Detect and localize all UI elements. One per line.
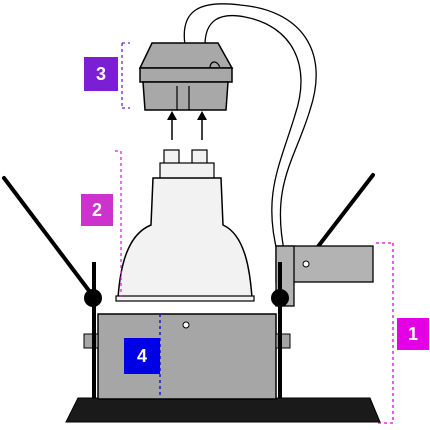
spring-clip-arm-left bbox=[2, 176, 95, 298]
callout-badge-1: 1 bbox=[397, 318, 429, 350]
spring-clip-icon bbox=[84, 289, 102, 307]
arrow-up-icon bbox=[167, 111, 177, 140]
housing-body bbox=[83, 262, 291, 400]
trim-flange bbox=[65, 397, 381, 423]
gu10-lamp bbox=[115, 149, 255, 302]
arrow-up-icon bbox=[197, 111, 207, 140]
spring-clip-icon bbox=[271, 289, 289, 307]
junction-box bbox=[275, 245, 374, 307]
cable-outer bbox=[183, 3, 317, 256]
callout-badge-2: 2 bbox=[81, 194, 113, 226]
callout-badge-4: 4 bbox=[124, 338, 160, 374]
callout-badge-3: 3 bbox=[84, 57, 118, 91]
cable-inner bbox=[204, 14, 302, 256]
lamp-connector bbox=[138, 42, 234, 111]
